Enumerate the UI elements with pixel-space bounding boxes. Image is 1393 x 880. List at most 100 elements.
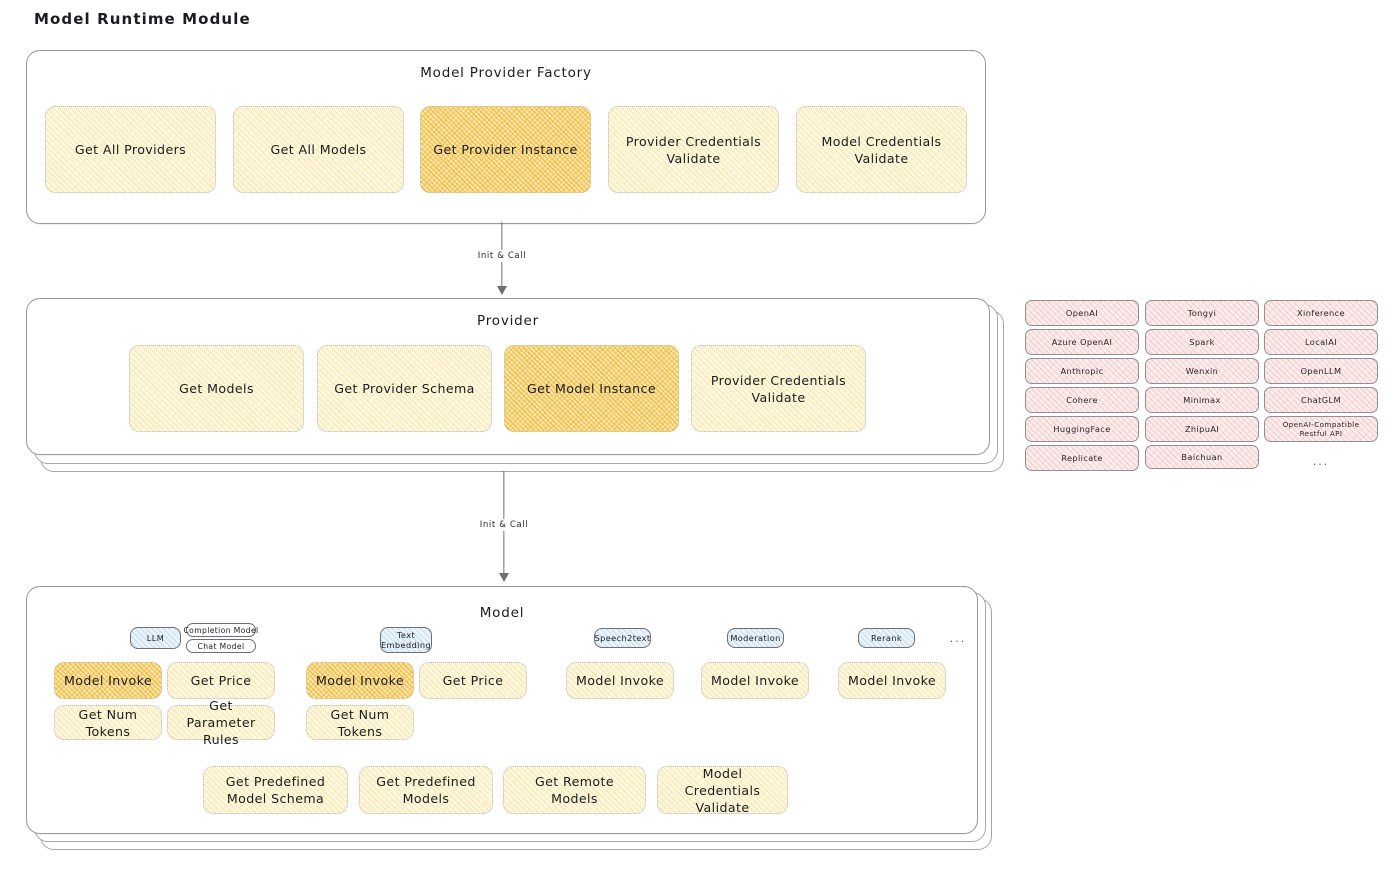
node-get-models[interactable]: Get Models [129,345,304,432]
node-text-embedding-model-invoke[interactable]: Model Invoke [306,662,414,699]
node-label: Provider Credentials Validate [625,133,762,166]
chip-label: Tongyi [1187,308,1217,318]
provider-chip-baichuan[interactable]: Baichuan [1145,445,1259,469]
chip-label: Completion Model [183,625,259,635]
model-subtype-chip-chat-model[interactable]: Chat Model [186,639,256,653]
model-type-chip-rerank[interactable]: Rerank [858,628,915,648]
node-model-credentials-validate[interactable]: Model Credentials Validate [796,106,967,193]
chip-label: Moderation [730,632,781,643]
provider-chip-huggingface[interactable]: HuggingFace [1025,416,1139,442]
chip-label: Anthropic [1060,366,1104,376]
provider-chip-more: ... [1312,454,1330,468]
node-get-remote-models[interactable]: Get Remote Models [503,766,646,814]
chip-label: LLM [146,632,165,643]
model-type-chip-moderation[interactable]: Moderation [727,628,784,648]
chip-label: Spark [1189,337,1215,347]
node-label: Model Invoke [847,673,937,688]
provider-chip-tongyi[interactable]: Tongyi [1145,300,1259,326]
model-type-chip-speech2text[interactable]: Speech2text [594,628,651,648]
node-rerank-model-invoke[interactable]: Model Invoke [838,662,946,699]
provider-chip-minimax[interactable]: Minimax [1145,387,1259,413]
provider-chip-openai-compatible-restful-api[interactable]: OpenAI-Compatible Restful API [1264,416,1378,442]
model-type-chip-text-embedding[interactable]: Text Embedding [380,627,432,653]
node-get-provider-schema[interactable]: Get Provider Schema [317,345,492,432]
node-get-predefined-model-schema[interactable]: Get Predefined Model Schema [203,766,348,814]
section-title-model: Model [479,605,525,621]
provider-chip-chatglm[interactable]: ChatGLM [1264,387,1378,413]
provider-chip-anthropic[interactable]: Anthropic [1025,358,1139,384]
provider-chip-zhipuai[interactable]: ZhipuAI [1145,416,1259,442]
node-moderation-model-invoke[interactable]: Model Invoke [701,662,809,699]
node-llm-get-price[interactable]: Get Price [167,662,275,699]
chip-label: OpenAI [1065,308,1099,318]
section-title-factory: Model Provider Factory [420,65,592,81]
node-label: Get Price [190,673,252,688]
node-label: Get Parameter Rules [186,698,256,747]
chip-label: Minimax [1183,395,1221,405]
node-llm-model-invoke[interactable]: Model Invoke [54,662,162,699]
node-label: Get Predefined Models [376,774,476,806]
node-get-predefined-models[interactable]: Get Predefined Models [359,766,493,814]
provider-chip-openllm[interactable]: OpenLLM [1264,358,1378,384]
chip-label: Speech2text [594,632,651,643]
section-title-provider: Provider [477,313,539,329]
arrow-factory-to-provider: Init & Call [460,222,544,295]
provider-chip-azure-openai[interactable]: Azure OpenAI [1025,329,1139,355]
chip-label: Wenxin [1185,366,1219,376]
node-get-provider-instance[interactable]: Get Provider Instance [420,106,591,193]
page-title: Model Runtime Module [34,10,251,28]
node-get-all-models[interactable]: Get All Models [233,106,404,193]
chip-label: OpenAI-Compatible Restful API [1282,420,1360,438]
node-provider-credentials-validate-2[interactable]: Provider Credentials Validate [691,345,866,432]
node-llm-get-num-tokens[interactable]: Get Num Tokens [54,705,162,740]
chip-label: Baichuan [1181,452,1223,462]
node-label: Get Provider Instance [433,142,578,157]
provider-chip-localai[interactable]: LocalAI [1264,329,1378,355]
node-speech2text-model-invoke[interactable]: Model Invoke [566,662,674,699]
node-label: Provider Credentials Validate [710,372,847,405]
provider-chip-openai[interactable]: OpenAI [1025,300,1139,326]
provider-chip-spark[interactable]: Spark [1145,329,1259,355]
provider-chip-wenxin[interactable]: Wenxin [1145,358,1259,384]
provider-chip-replicate[interactable]: Replicate [1025,445,1139,471]
node-label: Model Credentials Validate [821,133,942,166]
node-text-embedding-get-price[interactable]: Get Price [419,662,527,699]
node-label: Get Num Tokens [330,706,390,739]
node-label: Model Invoke [575,673,665,688]
chip-label: HuggingFace [1053,424,1111,434]
arrow-head-icon [497,286,507,295]
node-label: Get Num Tokens [78,706,138,739]
node-label: Model Credentials Validate [684,765,761,815]
model-type-chip-more: ... [949,631,967,645]
node-llm-get-parameter-rules[interactable]: Get Parameter Rules [167,698,275,747]
node-label: Get All Providers [74,142,187,157]
node-label: Get Model Instance [526,381,657,396]
chip-label: ZhipuAI [1184,424,1220,434]
model-type-chip-llm[interactable]: LLM [130,627,181,649]
chip-label: LocalAI [1304,337,1338,347]
model-subtype-chip-completion-model[interactable]: Completion Model [183,623,259,637]
chip-label: ChatGLM [1301,395,1341,405]
node-label: Model Invoke [315,673,405,688]
node-get-model-instance[interactable]: Get Model Instance [504,345,679,432]
chip-label: Xinference [1297,308,1345,318]
arrow-label: Init & Call [473,250,531,262]
provider-chip-cohere[interactable]: Cohere [1025,387,1139,413]
provider-chip-xinference[interactable]: Xinference [1264,300,1378,326]
node-label: Get Remote Models [534,774,615,806]
node-label: Get All Models [270,142,367,157]
node-label: Model Invoke [710,673,800,688]
chip-label: Text Embedding [380,629,432,650]
arrow-head-icon [499,573,509,582]
node-model-credentials-validate-2[interactable]: Model Credentials Validate [657,765,788,815]
node-label: Get Models [179,381,254,396]
node-provider-credentials-validate[interactable]: Provider Credentials Validate [608,106,779,193]
node-get-all-providers[interactable]: Get All Providers [45,106,216,193]
node-label: Get Price [442,673,504,688]
chip-label: Replicate [1061,453,1103,463]
chip-label: Cohere [1066,395,1098,405]
chip-label: Chat Model [197,641,245,651]
chip-label: Rerank [870,632,903,643]
node-text-embedding-get-num-tokens[interactable]: Get Num Tokens [306,705,414,740]
